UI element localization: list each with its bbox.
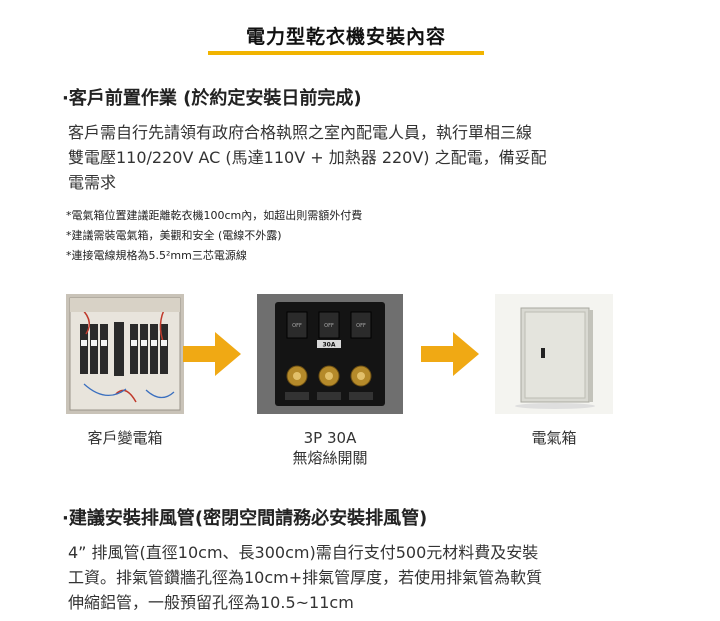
section2-line: 伸縮鋁管，一般預留孔徑為10.5~11cm [68, 593, 354, 612]
breaker-caption-line: 3P 30A [303, 429, 357, 447]
breaker-off-label: OFF [324, 323, 334, 329]
arrow-right-icon [183, 330, 243, 382]
arrow-right-icon [421, 330, 481, 382]
panel-caption: 客戶變電箱 [87, 429, 163, 447]
electrical-box-photo [495, 294, 613, 414]
breaker-off-label: OFF [356, 323, 366, 329]
note-item: *建議需裝電氣箱，美觀和安全 (電線不外露) [66, 229, 282, 242]
breaker-off-label: OFF [292, 323, 302, 329]
panel-photo [66, 294, 184, 414]
note-item: *電氣箱位置建議距離乾衣機100cm內，如超出則需額外付費 [66, 209, 363, 222]
section1-line: 雙電壓110/220V AC (馬達110V + 加熱器 220V) 之配電，備… [68, 148, 547, 167]
section2-heading: ·建議安裝排風管(密閉空間請務必安裝排風管) [62, 508, 428, 529]
section1-heading: ·客戶前置作業 (於約定安裝日前完成) [62, 88, 362, 109]
section1-line: 客戶需自行先請領有政府合格執照之室內配電人員，執行單相三線 [68, 123, 533, 142]
section2-paragraph: 4” 排風管(直徑10cm、長300cm)需自行支付500元材料費及安裝 工資。… [68, 540, 658, 615]
breaker-caption: 3P 30A 無熔絲開關 [257, 428, 403, 468]
page-title: 電力型乾衣機安裝內容 [245, 26, 446, 48]
breaker-rating-label: 30A [323, 342, 336, 349]
section1-line: 電需求 [68, 173, 117, 192]
box-caption: 電氣箱 [531, 429, 577, 447]
notes-list: *電氣箱位置建議距離乾衣機100cm內，如超出則需額外付費 *建議需裝電氣箱，美… [66, 206, 362, 266]
section2-line: 工資。排氣管鑽牆孔徑為10cm+排氣管厚度，若使用排氣管為軟質 [68, 568, 543, 587]
section1-paragraph: 客戶需自行先請領有政府合格執照之室內配電人員，執行單相三線 雙電壓110/220… [68, 120, 658, 195]
section2-line: 4” 排風管(直徑10cm、長300cm)需自行支付500元材料費及安裝 [68, 543, 539, 562]
breaker-caption-line: 無熔絲開關 [292, 449, 368, 467]
breaker-photo: OFF OFF OFF 30A [257, 294, 403, 414]
note-item: *連接電線規格為5.5²mm三芯電源線 [66, 249, 247, 262]
title-underline [208, 51, 484, 55]
